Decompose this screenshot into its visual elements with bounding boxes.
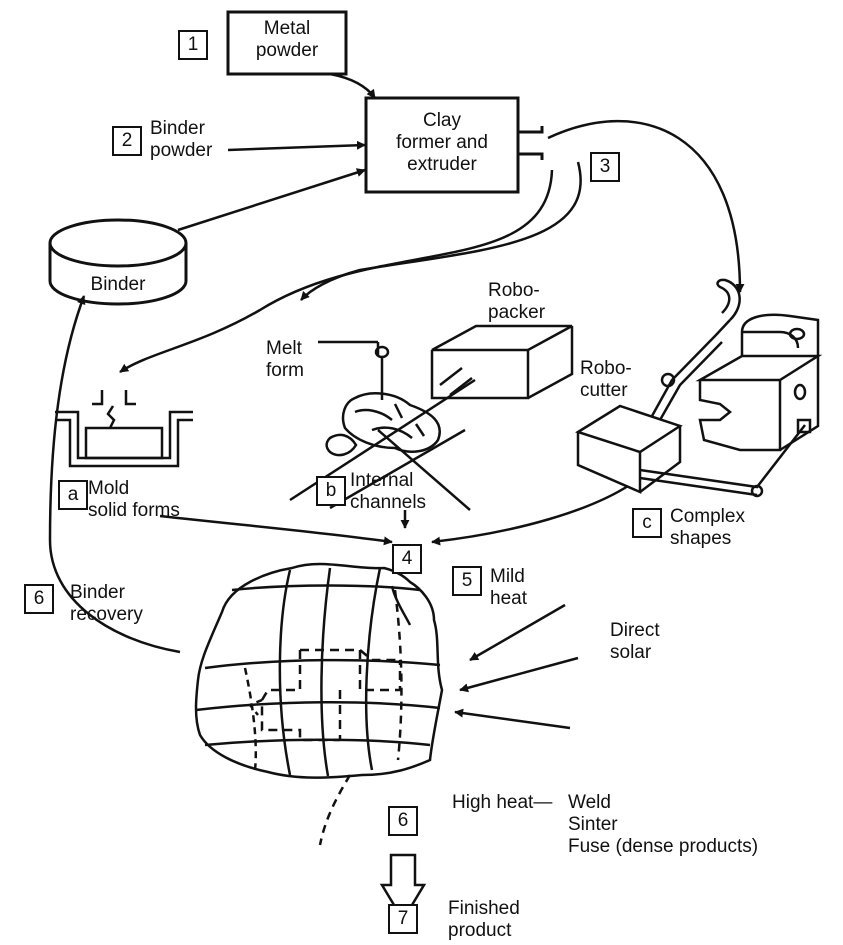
step-4-box: 4 (392, 544, 422, 574)
robo-packer-label: Robo- packer (488, 280, 546, 323)
heated-form-icon (194, 562, 444, 846)
step-b-box: b (316, 476, 346, 506)
arrow-binder-powder-to-clay (227, 140, 366, 152)
metal-powder-label: Metal powder (255, 18, 319, 61)
arrow-metal-to-clay (329, 72, 377, 99)
arrow-extruder-to-mold (119, 169, 554, 374)
melt-form-apparatus-icon (289, 340, 476, 511)
clay-former-box (364, 96, 520, 194)
clay-former-label: Clay former and extruder (396, 110, 488, 175)
arrow-solar-1 (469, 603, 566, 662)
step-1-box: 1 (178, 30, 208, 60)
melt-form-label: Melt form (266, 338, 304, 381)
extruder-nozzle-icon (518, 126, 544, 160)
arrow-solar-2 (459, 656, 579, 693)
robo-cutter-label: Robo- cutter (580, 358, 632, 401)
binder-label: Binder (90, 274, 146, 295)
step-2-box: 2 (112, 126, 142, 156)
high-heat-options-label: Weld Sinter Fuse (dense products) (568, 792, 759, 857)
arrow-solar-3 (454, 708, 571, 730)
complex-shapes-label: Complex shapes (670, 506, 745, 549)
step-6-recovery-box: 6 (24, 584, 54, 614)
arrow-binder-recovery (48, 295, 181, 654)
arrow-mold-to-4 (159, 514, 393, 546)
arrow-binder-to-clay (177, 168, 366, 232)
binder-powder-label: Binder powder (150, 118, 213, 161)
step-3-box: 3 (590, 152, 620, 182)
workpiece-icon (695, 313, 823, 452)
step-6-box: 6 (388, 806, 418, 836)
step-a-box: a (58, 480, 88, 510)
arrow-complex-to-4 (431, 484, 629, 546)
arrow-extruder-to-internal (300, 161, 582, 301)
arrow-extruder-to-complex (547, 119, 745, 293)
mild-heat-label: Mild heat (490, 566, 527, 609)
step-7-box: 7 (388, 904, 418, 934)
cylinder-tank-icon (48, 218, 188, 306)
step-5-box: 5 (452, 566, 482, 596)
mold-icon (55, 390, 193, 468)
internal-channels-label: Internal channels (350, 470, 427, 513)
hollow-down-arrow-icon (379, 853, 427, 923)
metal-powder-box (226, 10, 348, 76)
high-heat-label: High heat— (452, 792, 553, 813)
mold-solid-forms-label: Mold solid forms (88, 478, 180, 521)
robo-packer-icon (430, 324, 574, 400)
binder-recovery-label: Binder recovery (70, 582, 143, 625)
direct-solar-label: Direct solar (610, 620, 660, 663)
step-c-box: c (632, 508, 662, 538)
finished-product-label: Finished product (448, 898, 520, 941)
